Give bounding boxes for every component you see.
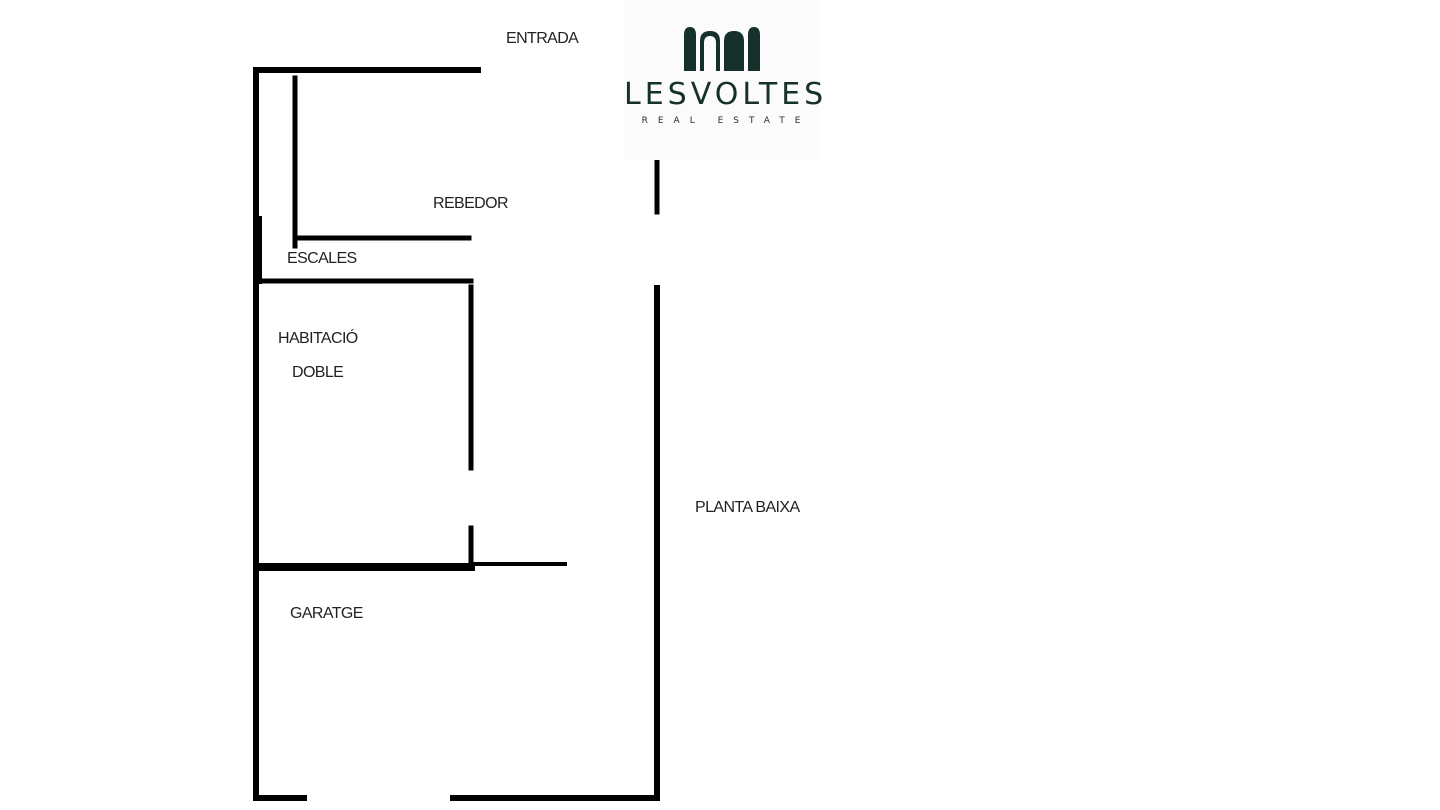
arch-left: [684, 27, 696, 71]
label-habitacio: HABITACIÓ: [278, 330, 358, 347]
label-rebedor: REBEDOR: [433, 195, 509, 212]
arch-middle: [700, 31, 720, 71]
arch-right-outer: [724, 31, 744, 71]
arches-icon: [684, 27, 760, 71]
arch-far-right: [748, 27, 760, 71]
label-doble: DOBLE: [292, 364, 344, 381]
label-entrada: ENTRADA: [506, 30, 579, 47]
label-escales: ESCALES: [287, 250, 357, 267]
brand-logo: LESVOLTES REAL ESTATE: [624, 0, 828, 160]
logo-name: LESVOLTES: [624, 77, 828, 112]
logo-tagline: REAL ESTATE: [641, 116, 811, 126]
label-planta-baixa: PLANTA BAIXA: [695, 499, 800, 516]
label-garatge: GARATGE: [290, 605, 363, 622]
